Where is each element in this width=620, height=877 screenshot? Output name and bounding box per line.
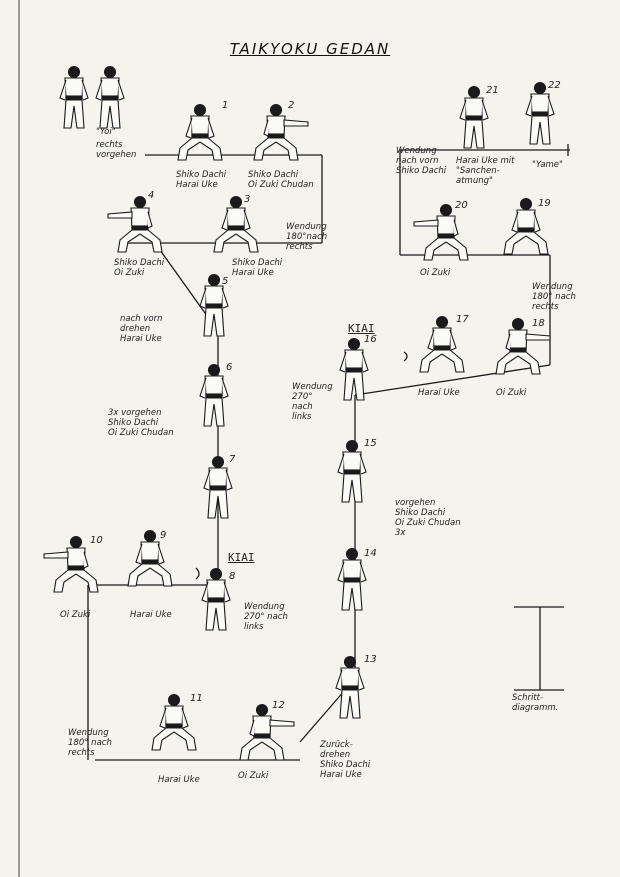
label-step-11: Harai Uke (158, 775, 200, 785)
karateka-figure (459, 85, 489, 149)
label-step-14: vorgehen Shiko Dachi Oi Zuki Chudan 3x (395, 498, 461, 538)
figure-number: 11 (190, 693, 203, 704)
karateka-figure (253, 103, 309, 161)
karateka-figure (503, 197, 549, 255)
karateka-figure (59, 65, 89, 129)
figure-number: 8 (229, 571, 236, 582)
figure-number: 15 (364, 438, 377, 449)
karateka-figure (339, 337, 369, 401)
label-step-17: Harai Uke (418, 388, 460, 398)
figure-number: 16 (364, 334, 377, 345)
figure-number: 17 (456, 314, 469, 325)
label-turn-step-8: Wendung 270° nach links (244, 602, 288, 632)
karateka-figure (95, 65, 125, 129)
label-turn-step-16: Wendung 270° nach links (292, 382, 333, 422)
karateka-figure (201, 567, 231, 631)
path-lines (87, 144, 570, 761)
label-step-5: nach vorn drehen Harai Uke (120, 314, 163, 344)
label-turn-step-21: Wendung nach vorn Shiko Dachi (396, 146, 447, 176)
figure-number: 18 (532, 318, 545, 329)
figure-number: 4 (148, 190, 155, 201)
karateka-figure (239, 703, 295, 761)
label-step-diagram-legend: Schritt- diagramm. (512, 693, 559, 713)
figure-number: 19 (538, 198, 551, 209)
label-step-12: Oi Zuki (238, 771, 269, 781)
figure-number: 6 (226, 362, 233, 373)
label-step-6: 3x vorgehen Shiko Dachi Oi Zuki Chudan (108, 408, 174, 438)
label-yame: "Yame" (532, 160, 563, 170)
karateka-figure (495, 317, 551, 375)
karateka-figure (337, 439, 367, 503)
karateka-figure (151, 693, 197, 751)
karateka-figure (337, 547, 367, 611)
kiai-step-16: KIAI (348, 322, 375, 335)
label-turn-right-1: Wendung 180°nach rechts (286, 222, 328, 252)
karateka-figure (419, 315, 465, 373)
label-step-20: Oi Zuki (420, 268, 451, 278)
figure-number: 10 (90, 535, 103, 546)
label-step-13: Zurück- drehen Shiko Dachi Harai Uke (320, 740, 371, 780)
label-turn-step-19: Wendung 180° nach rechts (532, 282, 576, 312)
label-step-21: Harai Uke mit "Sanchen- atmung" (456, 156, 515, 186)
page-binding-edge (18, 0, 20, 877)
figure-number: 22 (548, 80, 561, 91)
label-turn-step-10: Wendung 180° nach rechts (68, 728, 112, 758)
page-title: TAIKYOKU GEDAN (229, 40, 391, 58)
karateka-figure (43, 535, 99, 593)
figure-number: 5 (222, 276, 229, 287)
label-step-4: Shiko Dachi Oi Zuki (114, 258, 165, 278)
figure-number: 7 (229, 454, 236, 465)
label-step-9: Harai Uke (130, 610, 172, 620)
label-yoi: "Yoi" (96, 127, 116, 137)
karateka-figure (335, 655, 365, 719)
karateka-figure (127, 529, 173, 587)
label-step-3: Shiko Dachi Harai Uke (232, 258, 283, 278)
karateka-figure (413, 203, 469, 261)
figure-number: 13 (364, 654, 377, 665)
label-step-1: Shiko Dachi Harai Uke (176, 170, 227, 190)
figure-number: 20 (455, 200, 468, 211)
karateka-figure (525, 81, 555, 145)
figure-number: 21 (486, 85, 499, 96)
karateka-figure (107, 195, 163, 253)
kiai-step-8: KIAI (228, 551, 255, 564)
figure-number: 1 (222, 100, 229, 111)
karateka-figure (213, 195, 259, 253)
karateka-figure (199, 363, 229, 427)
karateka-figure (203, 455, 233, 519)
label-step-2: Shiko Dachi Oi Zuki Chudan (248, 170, 314, 190)
figure-number: 14 (364, 548, 377, 559)
label-step-10: Oi Zuki (60, 610, 91, 620)
figure-number: 12 (272, 700, 285, 711)
karate-figures (43, 65, 555, 761)
figure-number: 9 (160, 530, 167, 541)
figure-number: 2 (288, 100, 295, 111)
label-step-18: Oi Zuki (496, 388, 527, 398)
karateka-figure (177, 103, 223, 161)
figure-number: 3 (244, 194, 251, 205)
label-start: rechts vorgehen (96, 140, 137, 160)
karateka-figure (199, 273, 229, 337)
